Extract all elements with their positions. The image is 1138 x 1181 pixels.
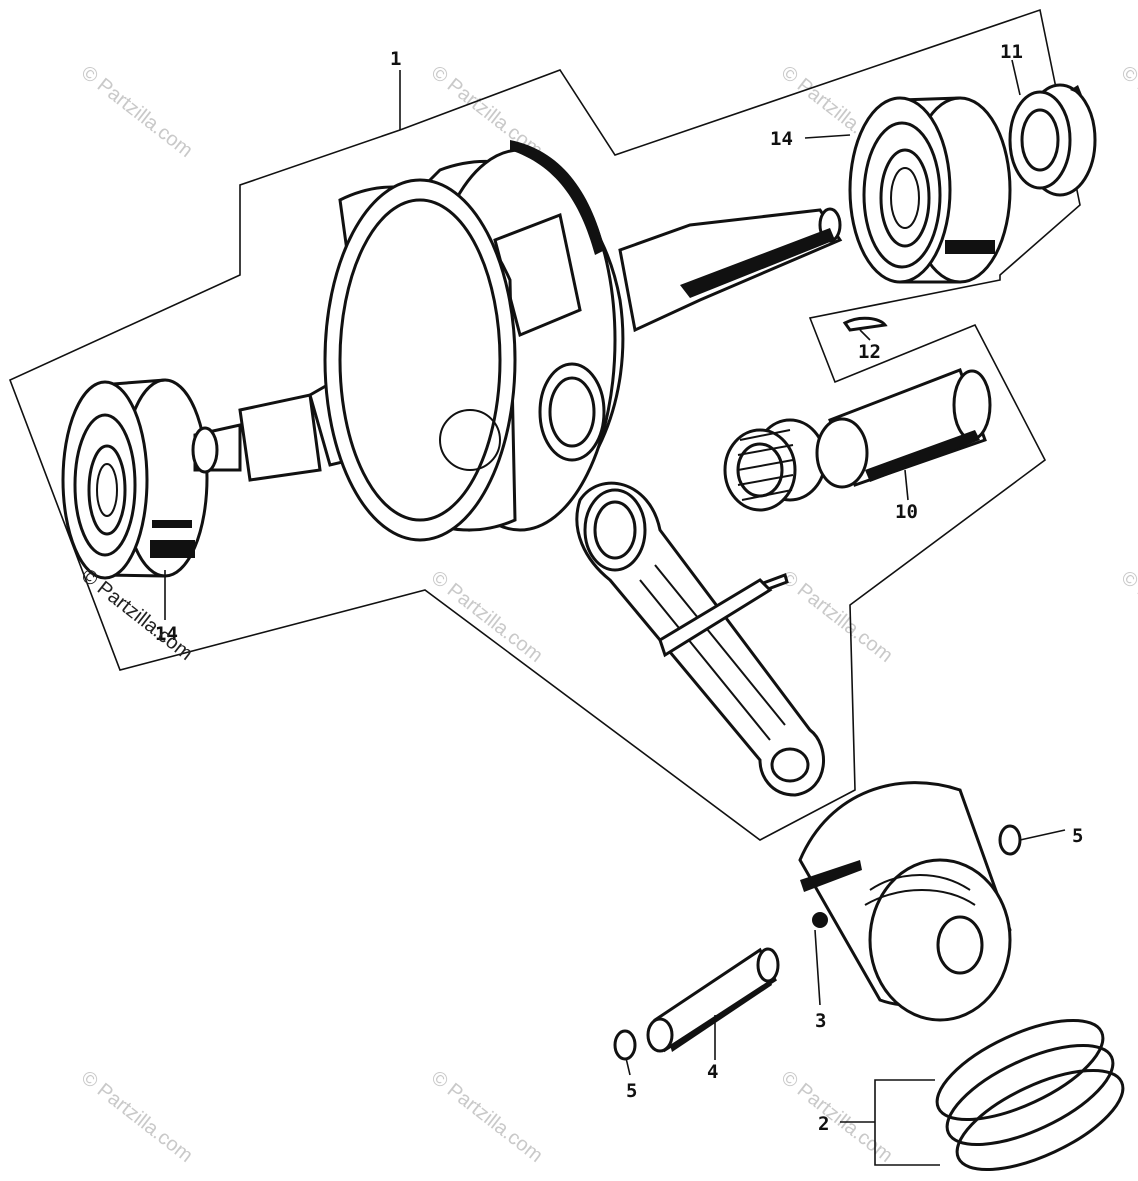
- callout-woodruff-key: 12: [858, 341, 881, 363]
- callout-clip-right: 5: [1072, 825, 1083, 847]
- callout-piston: 3: [815, 1010, 826, 1032]
- watermark-dark: © Partzilla.com: [77, 565, 197, 665]
- callout-bearing-right: 14: [770, 128, 793, 150]
- watermark: © Partzilla.com: [427, 1067, 547, 1167]
- callout-piston-pin: 4: [707, 1061, 718, 1083]
- right-bearing: [848, 96, 1012, 284]
- watermark: © Partzilla.com: [1117, 567, 1138, 667]
- piston-clip-right: [998, 824, 1022, 856]
- needle-bearing: [723, 418, 827, 512]
- piston-clip-left: [613, 1029, 637, 1061]
- piston-pin: [646, 578, 780, 1053]
- piston: [798, 781, 1012, 1022]
- woodruff-key: [842, 316, 888, 332]
- callout-sprocket-seal: 11: [1000, 41, 1023, 63]
- piston-rings: [935, 1018, 1125, 1172]
- leader-lines: [164, 59, 1066, 1166]
- crankshaft-right-taper: [618, 207, 843, 333]
- watermark: © Partzilla.com: [427, 567, 547, 667]
- callout-crankshaft: 1: [390, 48, 401, 70]
- watermark: © Partzilla.com: [777, 1067, 897, 1167]
- watermark: © Partzilla.com: [77, 1067, 197, 1167]
- callout-piston-rings: 2: [818, 1113, 829, 1135]
- callout-crank-pin: 10: [895, 501, 918, 523]
- callout-bearing-left: 14: [155, 623, 178, 645]
- callout-labels: 1 11 14 12 10 14 5 3 4 5 2: [155, 41, 1083, 1135]
- connecting-rod: [575, 481, 825, 797]
- crankshaft-flywheels: [323, 140, 625, 542]
- assembly-bracket: [8, 8, 1081, 841]
- watermark: © Partzilla.com: [77, 62, 197, 162]
- watermark: © Partzilla.com: [1117, 62, 1138, 162]
- watermark: © Partzilla.com: [777, 567, 897, 667]
- crank-pin: [815, 368, 992, 489]
- callout-clip-left: 5: [626, 1080, 637, 1102]
- sprocket-seal: [1008, 83, 1100, 198]
- left-bearing: [61, 378, 209, 580]
